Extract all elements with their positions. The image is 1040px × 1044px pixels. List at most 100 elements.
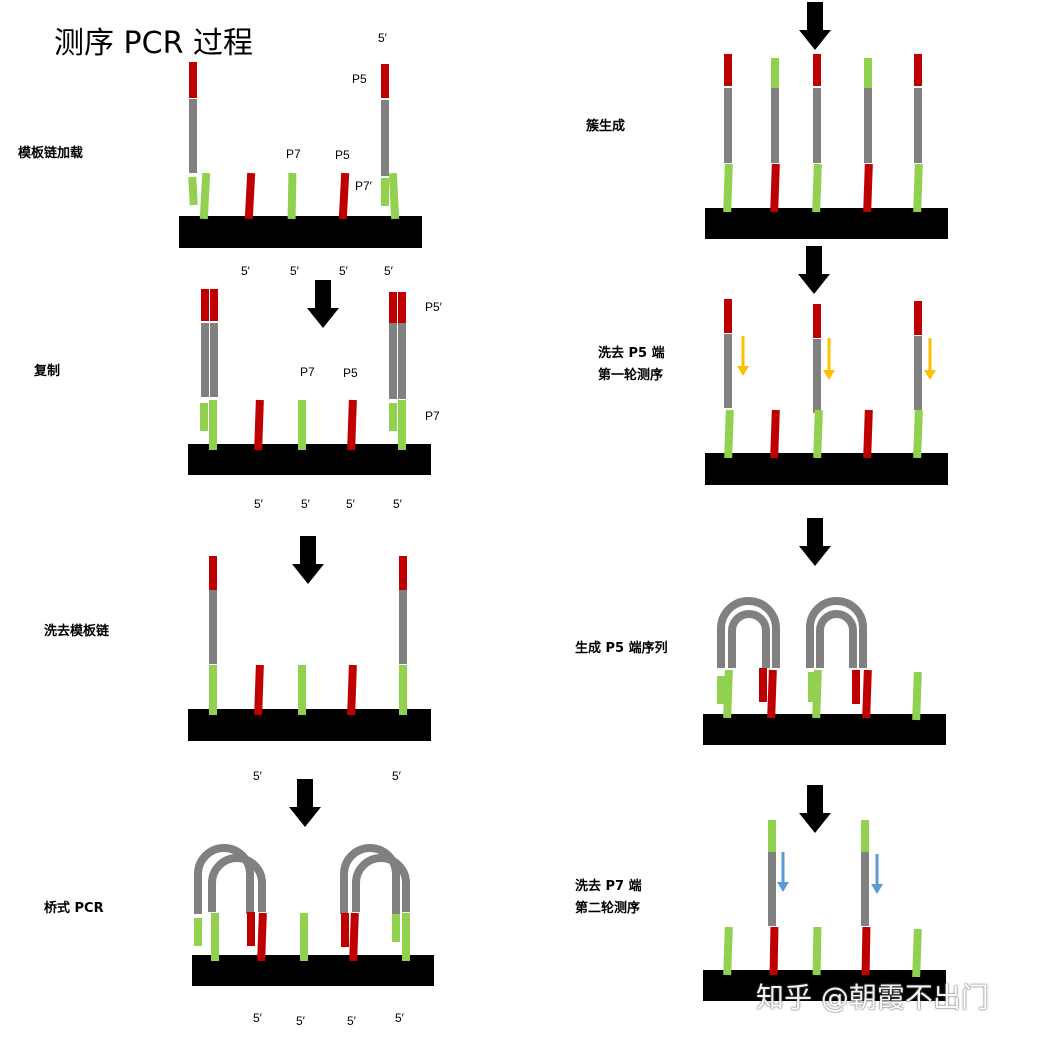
- p5-adapter: [813, 304, 821, 338]
- down-arrow-icon: [289, 779, 321, 827]
- p5-primer: [769, 926, 779, 976]
- template-strand: [389, 323, 397, 399]
- flowcell-base: [703, 714, 946, 745]
- label-5-prime: 5′: [346, 497, 356, 511]
- p7-adapter: [808, 672, 816, 702]
- template-strand: [861, 852, 869, 926]
- flowcell-base: [188, 709, 431, 741]
- p5-adapter: [399, 556, 407, 590]
- p7-adapter: [188, 176, 198, 206]
- label-5-prime: 5′: [253, 769, 263, 783]
- label-5-prime: 5′: [253, 1011, 263, 1025]
- bridge-strand: [717, 597, 780, 668]
- p7-primer: [723, 669, 733, 719]
- down-arrow-icon: [798, 246, 830, 294]
- template-strand: [914, 336, 922, 410]
- sequencing-arrow-icon-head: [777, 882, 789, 892]
- template-strand: [813, 88, 821, 163]
- p5-adapter: [914, 301, 922, 335]
- p5-adapter: [189, 62, 197, 98]
- p5-adapter: [247, 912, 255, 946]
- bridge-strand: [208, 854, 266, 912]
- p7-primer: [913, 409, 923, 459]
- p5-primer: [338, 172, 350, 220]
- p7-primer: [913, 163, 923, 213]
- p7-primer: [812, 669, 822, 719]
- p5-adapter: [209, 556, 217, 590]
- p5-adapter: [201, 289, 209, 321]
- p5-adapter: [381, 64, 389, 98]
- p7-adapter: [200, 403, 208, 431]
- label-p7: P7: [425, 409, 440, 423]
- p5-primer: [861, 926, 871, 976]
- p5-adapter: [341, 913, 349, 947]
- template-strand: [771, 88, 779, 163]
- step-label-cluster-generation: 簇生成: [586, 119, 626, 134]
- p7-primer: [298, 665, 306, 715]
- p7-primer: [723, 926, 733, 976]
- template-strand: [914, 88, 922, 163]
- p5-adapter: [852, 670, 860, 704]
- step-label-first-sequencing: 第一轮测序: [598, 368, 664, 383]
- flowcell-base: [705, 208, 948, 239]
- p7-primer: [300, 913, 308, 961]
- template-strand: [724, 88, 732, 163]
- label-p5: P5: [352, 72, 367, 86]
- template-strand: [209, 590, 217, 664]
- label-5-prime: 5′: [393, 497, 403, 511]
- p5-primer: [863, 163, 873, 213]
- label-p7: P7: [300, 365, 315, 379]
- down-arrow-icon: [292, 536, 324, 584]
- template-strand: [768, 852, 776, 926]
- bridge-strand: [352, 854, 410, 912]
- label-p5: P5: [335, 148, 350, 162]
- step-label-replication: 复制: [34, 364, 61, 379]
- p5-primer: [349, 912, 359, 962]
- label-5-prime: 5′: [339, 264, 349, 278]
- p5-primer: [347, 664, 357, 716]
- label-p7-prime: P7′: [355, 179, 373, 193]
- p5-primer: [767, 669, 777, 719]
- bridge-strand: [728, 610, 770, 668]
- p7-adapter: [771, 58, 779, 90]
- down-arrow-icon: [307, 280, 339, 328]
- template-strand: [210, 323, 218, 397]
- p7-primer: [199, 172, 211, 220]
- p7-adapter: [768, 820, 776, 852]
- p7-adapter: [717, 676, 725, 704]
- step-label-bridge-pcr: 桥式 PCR: [44, 901, 104, 916]
- template-strand: [724, 334, 732, 408]
- step-label-wash-template: 洗去模板链: [44, 624, 110, 639]
- page-title: 测序 PCR 过程: [54, 26, 253, 61]
- p7-adapter: [194, 918, 202, 946]
- template-strand: [399, 590, 407, 664]
- template-strand: [398, 323, 406, 399]
- watermark: 知乎 @朝霞不出门: [756, 981, 989, 1014]
- flowcell-base: [705, 453, 948, 485]
- template-strand: [813, 339, 821, 413]
- p7-adapter: [392, 914, 400, 942]
- p7-primer: [388, 172, 400, 220]
- bridge-strand: [806, 597, 867, 668]
- label-5-prime: 5′: [290, 264, 300, 278]
- step-label-template-loading: 模板链加载: [18, 146, 84, 161]
- p7-adapter: [864, 58, 872, 90]
- p5-primer: [770, 409, 780, 459]
- p5-primer: [257, 912, 267, 962]
- p7-adapter: [389, 403, 397, 431]
- p5-primer: [347, 399, 357, 451]
- p5-adapter: [813, 54, 821, 86]
- p7-primer: [912, 928, 922, 978]
- p5-primer: [244, 172, 256, 220]
- p5-adapter: [389, 292, 397, 324]
- p7-primer: [399, 665, 407, 715]
- p7-adapter: [861, 820, 869, 852]
- p5-primer: [254, 664, 264, 716]
- label-5-prime: 5′: [392, 769, 402, 783]
- p5-primer: [863, 409, 873, 459]
- step-label-wash-p5-line1: 洗去 P5 端: [598, 346, 665, 361]
- label-5-prime: 5′: [241, 264, 251, 278]
- p5-adapter: [759, 668, 767, 702]
